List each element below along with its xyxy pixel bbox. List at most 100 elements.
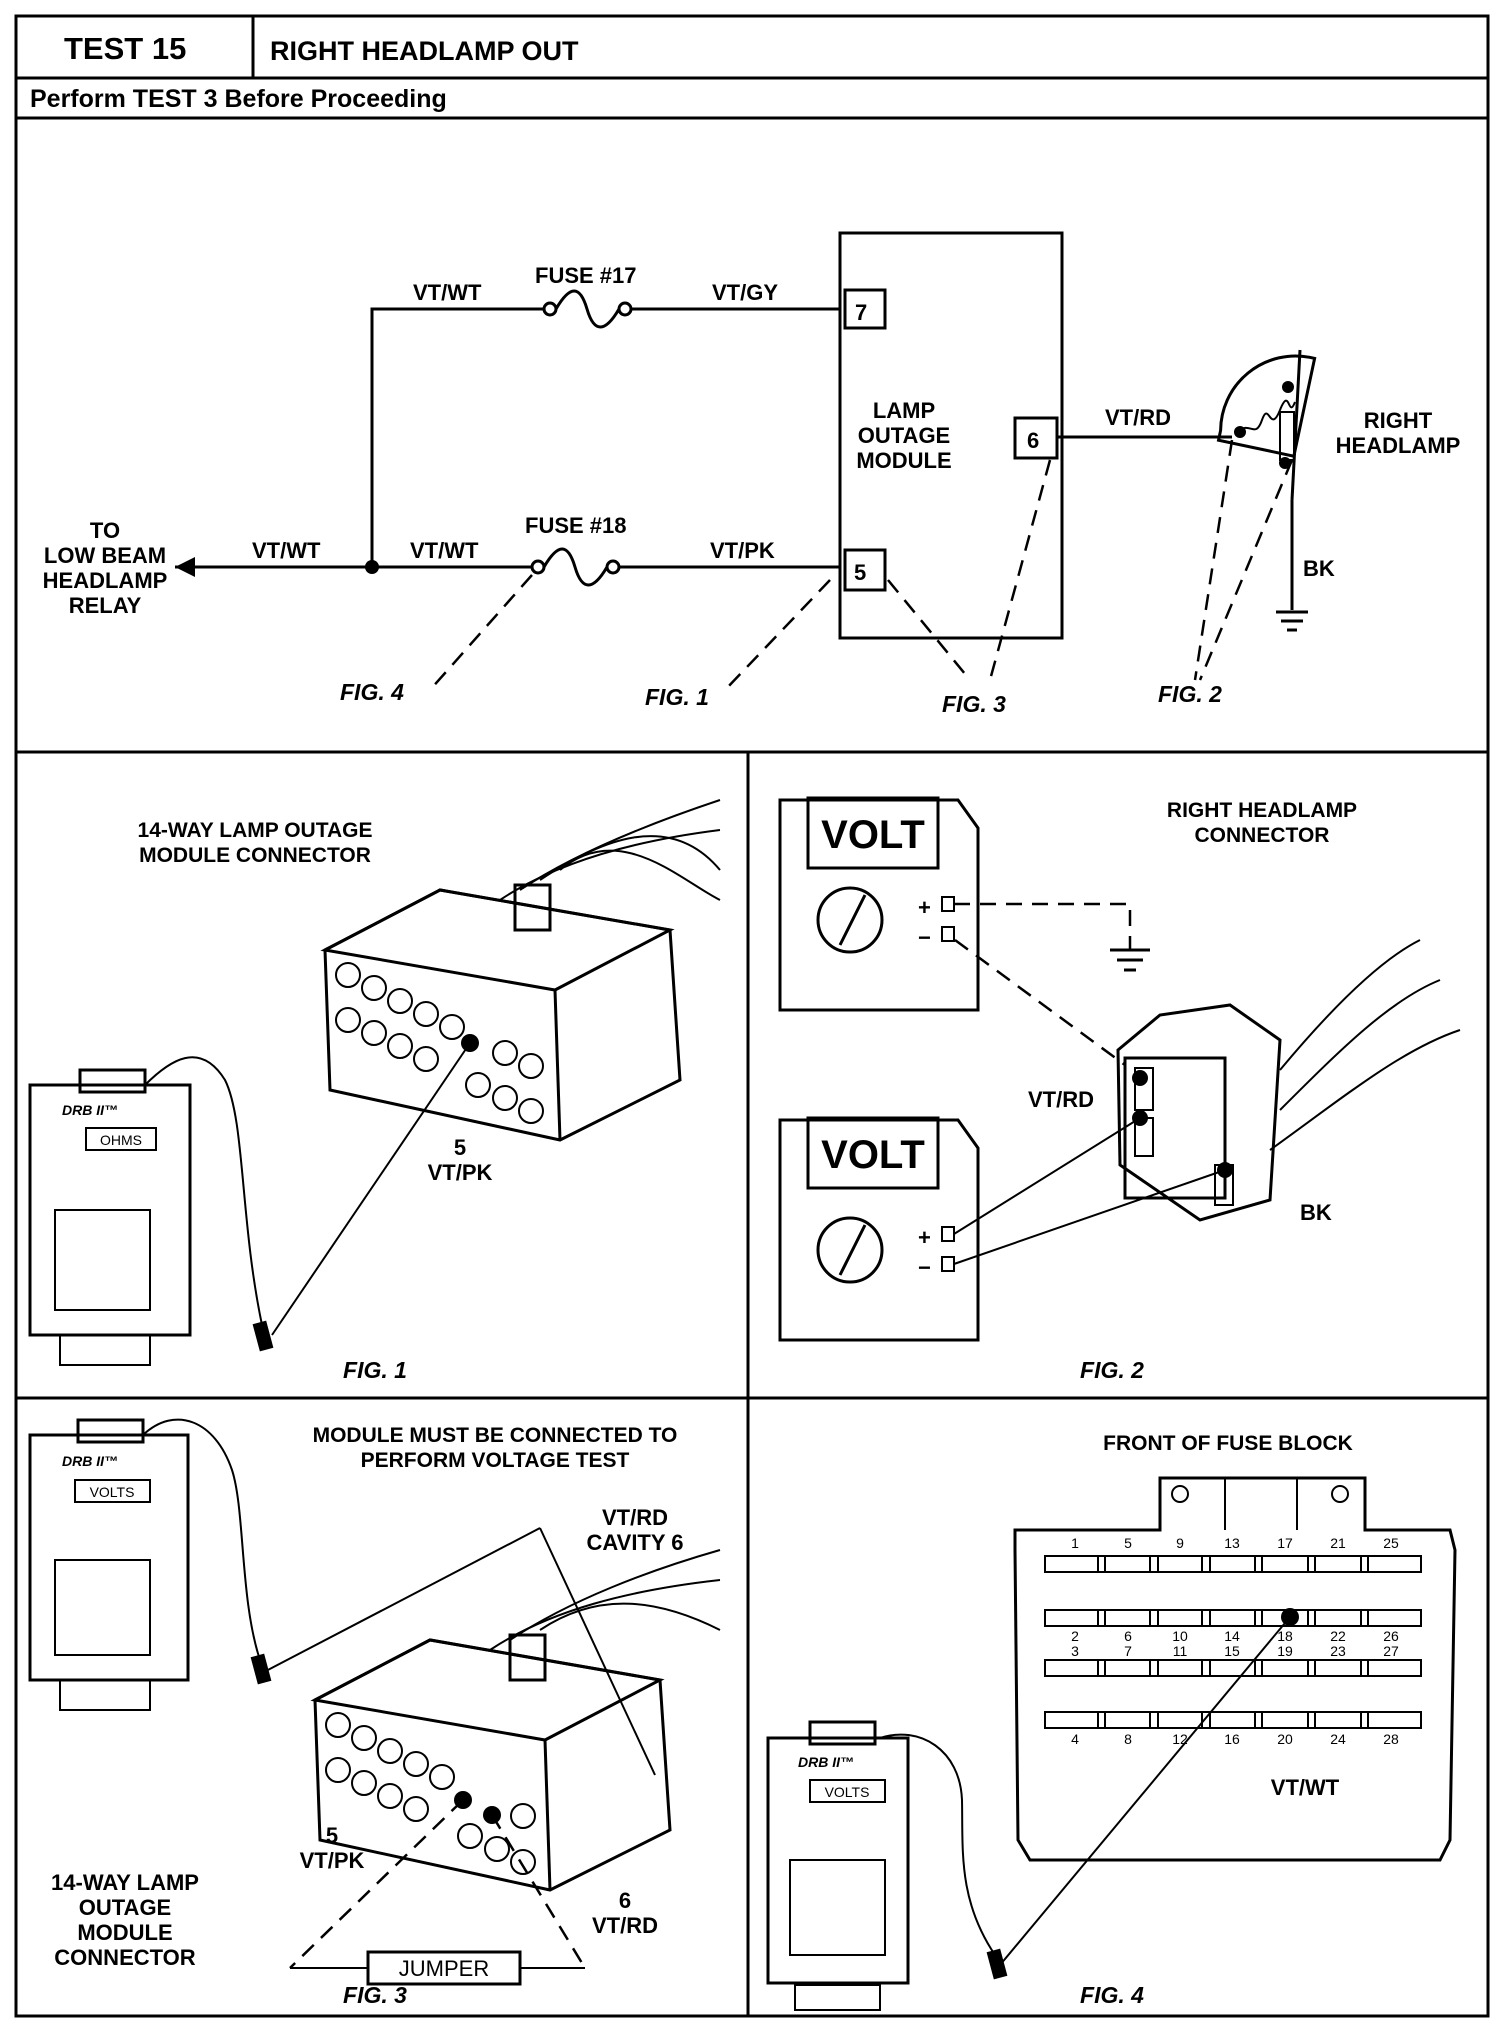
fuse-slot — [1360, 1555, 1422, 1573]
fig3-connector-label-1: 14-WAY LAMP — [51, 1870, 199, 1895]
fuse-slot — [1097, 1555, 1159, 1573]
fuse-slot-number: 6 — [1124, 1628, 1132, 1644]
fuse-slot-number: 24 — [1330, 1731, 1346, 1747]
fig4-tester-drawing — [766, 1608, 1299, 2011]
fuse-slot — [1254, 1711, 1316, 1729]
wire-label-vt-rd: VT/RD — [1105, 405, 1171, 430]
relay-label-1: TO — [90, 518, 120, 543]
fuse-slot — [1307, 1711, 1369, 1729]
fig2-lower-plus: + — [918, 1225, 931, 1250]
module-label-1: LAMP — [873, 398, 935, 423]
fuse-slot-number: 12 — [1172, 1731, 1188, 1747]
fuse-slot-number: 10 — [1172, 1628, 1188, 1644]
fuse-slot — [1149, 1659, 1211, 1677]
relay-label-3: HEADLAMP — [43, 568, 168, 593]
fig2-upper-meter-label: VOLT — [821, 813, 925, 857]
fuse-slot-number: 15 — [1224, 1643, 1240, 1659]
fig4-caption: FIG. 4 — [1080, 1982, 1144, 2008]
fig3-caption: FIG. 3 — [343, 1982, 407, 2008]
fig3-tester-brand: DRB II™ — [62, 1453, 118, 1469]
fuse-slot — [1201, 1711, 1263, 1729]
wire-label-vt-wt-mid: VT/WT — [410, 538, 479, 563]
fuse-slot-number: 17 — [1277, 1535, 1293, 1551]
schematic-fig3-callout: FIG. 3 — [942, 691, 1006, 717]
fig4-fuse-block — [1013, 1476, 1457, 1862]
wire-label-vt-wt-left: VT/WT — [252, 538, 321, 563]
pin-7-box — [843, 288, 887, 330]
fuse-slot — [1097, 1711, 1159, 1729]
test-instruction: Perform TEST 3 Before Proceeding — [30, 85, 447, 113]
fig3-connector-label-2: OUTAGE — [79, 1895, 171, 1920]
fuse-slot-number: 20 — [1277, 1731, 1293, 1747]
fig3-pin5-number: 5 — [326, 1823, 338, 1848]
fig1-pin-wire: VT/PK — [428, 1160, 493, 1185]
fig1-tester-mode: OHMS — [100, 1132, 142, 1148]
fig4-title: FRONT OF FUSE BLOCK — [1103, 1432, 1353, 1455]
fig3-drb-tester — [28, 1418, 190, 1711]
fuse-slot — [1254, 1659, 1316, 1677]
fig2-wire-bk: BK — [1300, 1200, 1332, 1225]
fig3-connector-label-4: CONNECTOR — [54, 1945, 195, 1970]
fig1-drb-tester — [28, 1068, 192, 1366]
fig2-lower-meter-label: VOLT — [821, 1133, 925, 1177]
relay-label-2: LOW BEAM — [44, 543, 166, 568]
schematic-fig1-callout: FIG. 1 — [645, 684, 709, 710]
fuse-slot-number: 13 — [1224, 1535, 1240, 1551]
fuse-slot-number: 18 — [1277, 1628, 1293, 1644]
fig1-connector-drawing — [28, 799, 721, 1366]
wiring-schematic — [175, 231, 1317, 691]
fig3-cavity-2: CAVITY 6 — [587, 1530, 684, 1555]
fuse-slot — [1201, 1555, 1263, 1573]
fig1-pin-number: 5 — [454, 1135, 466, 1160]
fuse-slot — [1201, 1609, 1263, 1627]
fig3-jumper-label: JUMPER — [399, 1956, 489, 1981]
wire-label-vt-pk: VT/PK — [710, 538, 775, 563]
fuse-slot-number: 25 — [1383, 1535, 1399, 1551]
fuse-slot — [1360, 1609, 1422, 1627]
fuse-slot-number: 22 — [1330, 1628, 1346, 1644]
pin-5-label: 5 — [854, 560, 866, 585]
fuse-slot — [1360, 1711, 1422, 1729]
fig2-lower-minus: − — [918, 1255, 931, 1280]
pin-7-label: 7 — [855, 300, 867, 325]
fuse-slot-number: 11 — [1173, 1643, 1188, 1659]
fig1-caption: FIG. 1 — [343, 1357, 407, 1383]
fig2-caption: FIG. 2 — [1080, 1357, 1144, 1383]
pin-6-label: 6 — [1027, 428, 1039, 453]
fuse-slot-number: 7 — [1124, 1643, 1132, 1659]
fig3-connector-label-3: MODULE — [77, 1920, 172, 1945]
fuse-slot — [1254, 1555, 1316, 1573]
module-label-2: OUTAGE — [858, 423, 950, 448]
fig2-wire-vt-rd: VT/RD — [1028, 1087, 1094, 1112]
fig2-drawing — [778, 796, 1461, 1342]
fig3-drawing — [28, 1418, 721, 1986]
fig2-title-2: CONNECTOR — [1195, 824, 1330, 847]
fuse-slot-number: 1 — [1071, 1535, 1079, 1551]
fig2-title-1: RIGHT HEADLAMP — [1167, 799, 1357, 822]
fig2-upper-minus: − — [918, 925, 931, 950]
fuse-slot-number: 26 — [1383, 1628, 1399, 1644]
fuse-slot-number: 2 — [1071, 1628, 1079, 1644]
fig4-wire-label: VT/WT — [1271, 1775, 1340, 1800]
fuse-slot — [1307, 1659, 1369, 1677]
fig1-title-1: 14-WAY LAMP OUTAGE — [138, 819, 373, 842]
fuse-slot-number: 23 — [1330, 1643, 1346, 1659]
test-id: TEST 15 — [64, 31, 186, 66]
headlamp-label-1: RIGHT — [1364, 408, 1433, 433]
fuse-slot — [1149, 1711, 1211, 1729]
fuse-slot-number: 3 — [1071, 1643, 1079, 1659]
fuse-slot — [1044, 1555, 1106, 1573]
fuse-slot-number: 8 — [1124, 1731, 1132, 1747]
fuse-slot — [1044, 1711, 1106, 1729]
schematic-fig4-callout: FIG. 4 — [340, 679, 404, 705]
fuse-slot-number: 5 — [1124, 1535, 1132, 1551]
schematic-fig2-callout: FIG. 2 — [1158, 681, 1222, 707]
fuse-slot — [1044, 1609, 1106, 1627]
fig1-tester-brand: DRB II™ — [62, 1102, 118, 1118]
fuse-18-label: FUSE #18 — [525, 513, 627, 538]
relay-label-4: RELAY — [69, 593, 142, 618]
fuse-slot-number: 4 — [1071, 1731, 1079, 1747]
headlamp-symbol — [1216, 349, 1317, 501]
fuse-slot — [1044, 1659, 1106, 1677]
